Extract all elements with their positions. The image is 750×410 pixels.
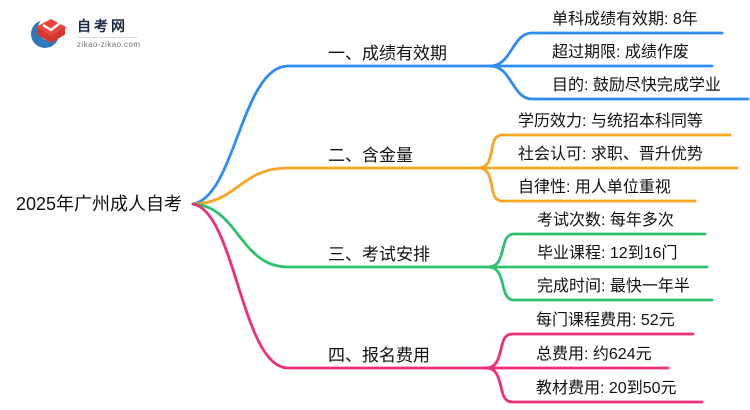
child-node: 单科成绩有效期: 8年 bbox=[552, 11, 698, 28]
branch-links-4 bbox=[191, 202, 704, 404]
child-node: 学历效力: 与统招本科同等 bbox=[518, 113, 703, 130]
child-node: 教材费用: 20到50元 bbox=[536, 380, 677, 397]
logo-text-block: 自考网 zikao-zikao.com bbox=[77, 13, 140, 50]
child-node: 社会认可: 求职、晋升优势 bbox=[518, 146, 703, 163]
child-node: 考试次数: 每年多次 bbox=[537, 212, 674, 229]
child-node: 超过期限: 成绩作废 bbox=[552, 44, 689, 61]
trunk-path bbox=[191, 64, 492, 206]
child-node: 完成时间: 最快一年半 bbox=[537, 278, 690, 295]
child-node: 目的: 鼓励尽快完成学业 bbox=[552, 77, 721, 94]
child-link-path bbox=[486, 265, 714, 302]
trunk-path bbox=[191, 166, 480, 206]
branch-node-2: 二、含金量 bbox=[328, 146, 413, 165]
branch-links-1 bbox=[191, 31, 750, 206]
branch-node-3: 三、考试安排 bbox=[328, 245, 430, 264]
branch-node-4: 四、报名费用 bbox=[328, 346, 430, 365]
branch-links-2 bbox=[191, 133, 739, 206]
child-link-path bbox=[488, 64, 750, 101]
root-node: 2025年广州成人自考 bbox=[15, 194, 182, 214]
site-domain: zikao-zikao.com bbox=[77, 40, 141, 49]
site-logo: 自考网 zikao-zikao.com bbox=[28, 13, 140, 53]
trunk-path bbox=[191, 202, 488, 370]
logo-divider bbox=[77, 37, 137, 38]
child-node: 每门课程费用: 52元 bbox=[536, 312, 675, 329]
branch-links-3 bbox=[191, 202, 714, 302]
child-link-path bbox=[476, 166, 697, 203]
graduation-cap-icon bbox=[31, 16, 67, 48]
child-node: 自律性: 用人单位重视 bbox=[518, 179, 671, 196]
branch-node-1: 一、成绩有效期 bbox=[328, 44, 447, 63]
trunk-path bbox=[191, 202, 490, 269]
child-node: 毕业课程: 12到16门 bbox=[537, 245, 678, 262]
site-name: 自考网 bbox=[77, 18, 128, 34]
child-link-path bbox=[484, 366, 704, 404]
child-node: 总费用: 约624元 bbox=[536, 346, 652, 363]
